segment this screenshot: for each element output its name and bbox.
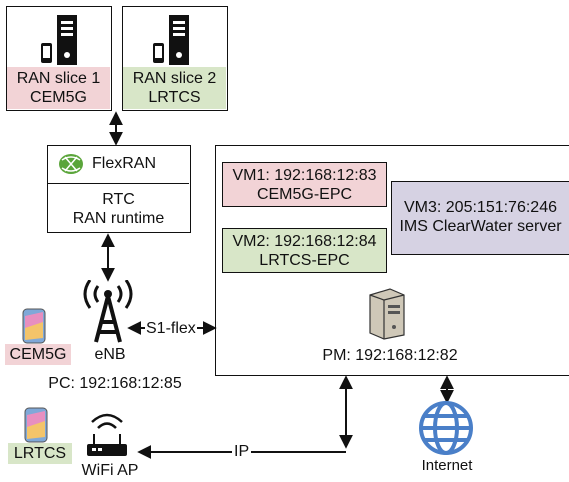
wifi-ap-name: WiFi AP bbox=[81, 462, 139, 479]
vm3-box: VM3: 205:151:76:246 IMS ClearWater serve… bbox=[391, 181, 569, 255]
vm2-line1: VM2: 192:168:12:84 bbox=[232, 233, 377, 250]
ip-label: IP bbox=[232, 443, 252, 461]
ue-lrtcs-label: LRTCS bbox=[8, 443, 72, 464]
vm1-line2: CEM5G-EPC bbox=[256, 186, 353, 203]
ran-slice-1-box: RAN slice 1 CEM5G bbox=[6, 6, 112, 111]
server-phone-icon bbox=[153, 15, 189, 65]
slice-2-label: RAN slice 2 LRTCS bbox=[123, 67, 226, 109]
internet-label: Internet bbox=[421, 457, 473, 474]
enb-name: eNB bbox=[94, 346, 126, 363]
vm3-line1: VM3: 205:151:76:246 bbox=[403, 199, 557, 216]
server-phone-icon bbox=[41, 15, 77, 65]
flexran-runtime: RAN runtime bbox=[72, 210, 165, 227]
flexran-rtc: RTC bbox=[102, 191, 135, 208]
vm2-line2: LRTCS-EPC bbox=[259, 252, 350, 269]
slice-1-title: RAN slice 1 bbox=[16, 70, 101, 87]
pm-box bbox=[215, 145, 569, 376]
slice-1-label: RAN slice 1 CEM5G bbox=[7, 67, 110, 109]
smartphone-icon bbox=[24, 407, 48, 443]
vm1-line1: VM1: 192:168:12:83 bbox=[232, 167, 377, 184]
slice-2-title: RAN slice 2 bbox=[132, 70, 217, 87]
globe-icon bbox=[419, 401, 473, 455]
pm-label: PM: 192:168:12:82 bbox=[322, 347, 458, 364]
slice-1-sub: CEM5G bbox=[30, 89, 87, 106]
pc-server-icon bbox=[369, 288, 405, 340]
flexran-header: FlexRAN bbox=[48, 146, 189, 184]
smartphone-icon bbox=[22, 308, 46, 344]
vm2-box: VM2: 192:168:12:84 LRTCS-EPC bbox=[222, 228, 387, 273]
flexran-box: FlexRAN RTC RAN runtime bbox=[47, 145, 191, 233]
flexran-name: FlexRAN bbox=[92, 155, 157, 172]
enb-pc: PC: 192:168:12:85 bbox=[48, 375, 182, 392]
antenna-tower-icon bbox=[83, 280, 133, 343]
ue-cem5g-label: CEM5G bbox=[5, 344, 71, 365]
vm3-line2: IMS ClearWater server bbox=[399, 218, 562, 235]
ran-slice-2-box: RAN slice 2 LRTCS bbox=[122, 6, 228, 111]
router-icon bbox=[87, 413, 127, 456]
s1-flex-label: S1-flex bbox=[145, 320, 197, 338]
slice-2-sub: LRTCS bbox=[148, 89, 201, 106]
flexran-logo-icon bbox=[59, 154, 83, 174]
vm1-box: VM1: 192:168:12:83 CEM5G-EPC bbox=[222, 162, 387, 207]
